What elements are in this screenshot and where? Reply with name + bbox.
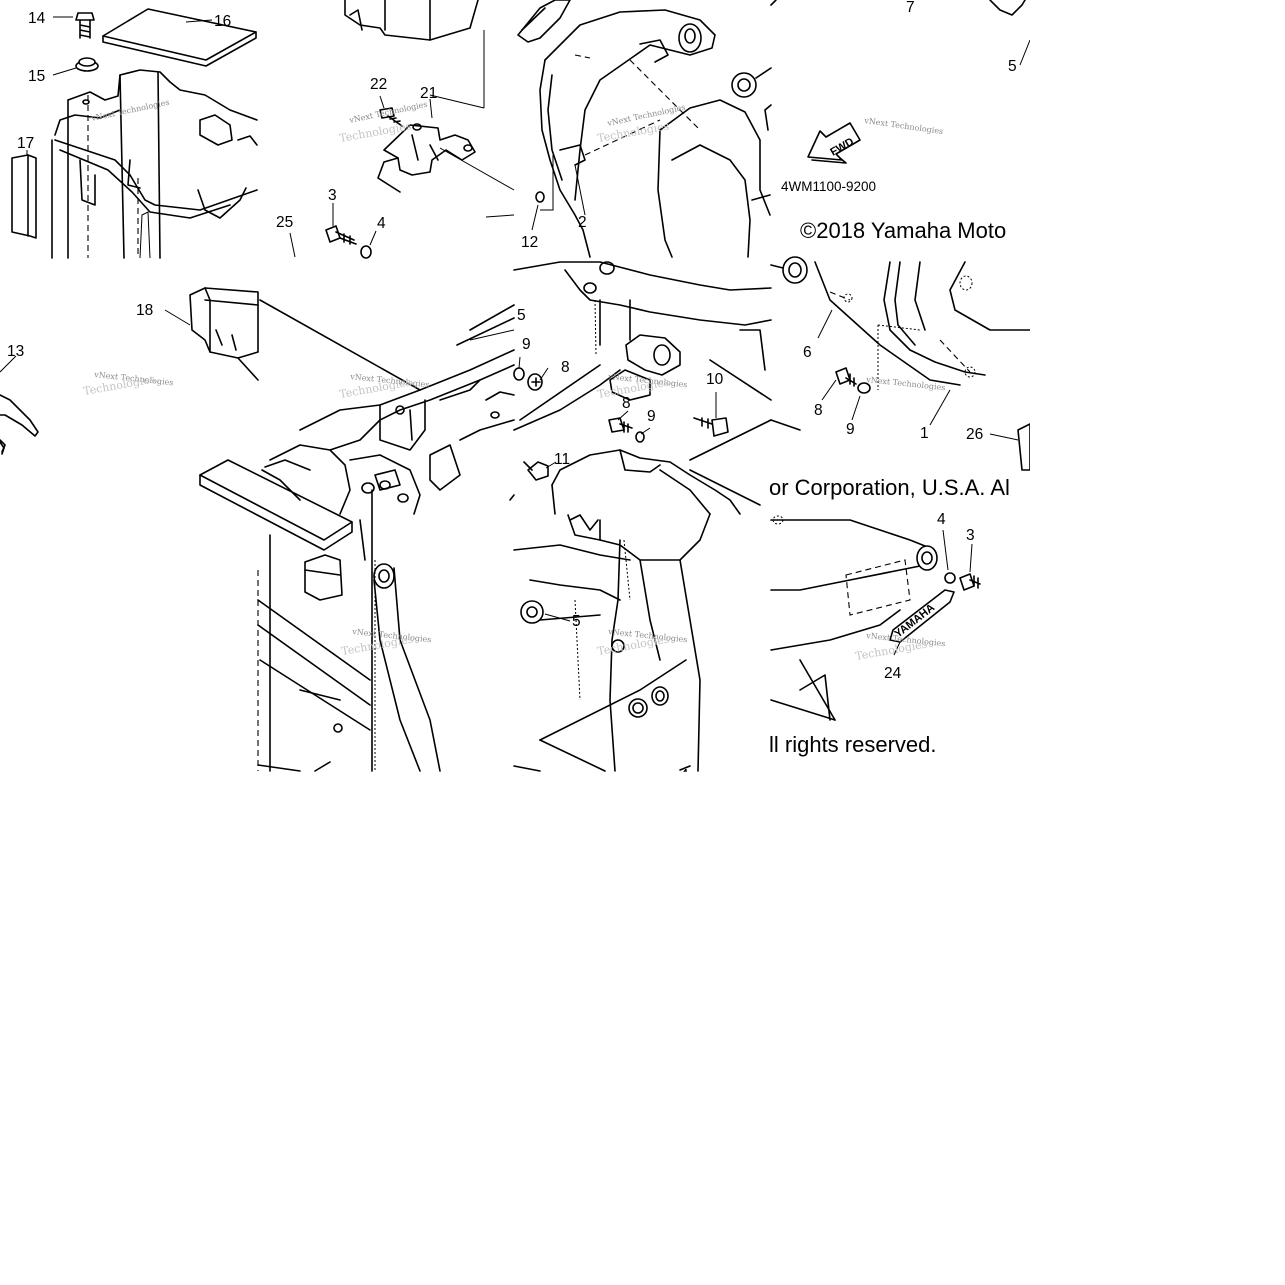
parts-diagram: FWD [0, 0, 1030, 772]
callout-13: 13 [7, 343, 24, 360]
copyright-line-3: ll rights reserved. [769, 732, 937, 757]
bracket-drawing [289, 0, 515, 259]
callout-8c: 8 [814, 402, 823, 419]
callout-9b: 9 [647, 408, 656, 425]
callout-5b: 5 [517, 307, 526, 324]
callout-5a: 5 [1008, 58, 1017, 75]
chain-cover-drawing [517, 0, 772, 258]
callout-5c: 5 [572, 613, 581, 630]
lower-center-drawing [513, 513, 711, 772]
fwd-arrow-icon: FWD [807, 122, 861, 164]
callout-15: 15 [28, 68, 45, 85]
callout-24: 24 [884, 665, 902, 682]
svg-text:vNext Technologies: vNext Technologies [348, 100, 429, 126]
svg-text:vNext Technologies: vNext Technologies [863, 116, 944, 136]
side-cover-drawing [0, 441, 5, 455]
frame-drawing [164, 287, 515, 551]
decal-drawing: YAMAHA [770, 515, 981, 721]
callout-9a: 9 [522, 336, 531, 353]
callout-3a: 3 [328, 187, 337, 204]
callout-18: 18 [136, 302, 153, 319]
callout-12: 12 [521, 234, 538, 251]
callout-10: 10 [706, 371, 724, 388]
callout-25: 25 [276, 214, 293, 231]
copyright-line-2: or Corporation, U.S.A. Al [769, 475, 1010, 500]
diagram-code: 4WM1100-9200 [781, 179, 876, 194]
chain-guard-drawing [770, 256, 1030, 471]
callout-6: 6 [803, 344, 812, 361]
frame-center-drawing [513, 261, 772, 531]
callout-2: 2 [578, 214, 587, 231]
callout-8a: 8 [561, 359, 570, 376]
callout-17: 17 [17, 135, 34, 152]
callout-8b: 8 [622, 395, 631, 412]
svg-text:vNext Technologies: vNext Technologies [865, 375, 946, 392]
callout-4c: 4 [680, 767, 689, 772]
callout-7: 7 [906, 0, 915, 16]
callout-11: 11 [554, 451, 570, 468]
fwd-area: FWD [770, 0, 1030, 164]
callout-4b: 4 [937, 511, 946, 528]
copyright-line-1: ©2018 Yamaha Moto [800, 218, 1006, 243]
callout-4a: 4 [377, 215, 386, 232]
callout-9c: 9 [846, 421, 855, 438]
callout-16: 16 [214, 13, 231, 30]
battery-box-drawing [0, 8, 258, 453]
callout-labels: 14 16 15 17 13 18 22 21 3 25 4 12 2 7 5 … [7, 0, 1017, 772]
callout-22: 22 [370, 76, 387, 93]
callout-26: 26 [966, 426, 983, 443]
lower-frame-drawing [257, 489, 441, 772]
callout-1: 1 [920, 425, 929, 442]
callout-21: 21 [420, 85, 437, 102]
callout-3b: 3 [966, 527, 975, 544]
callout-14: 14 [28, 10, 46, 27]
